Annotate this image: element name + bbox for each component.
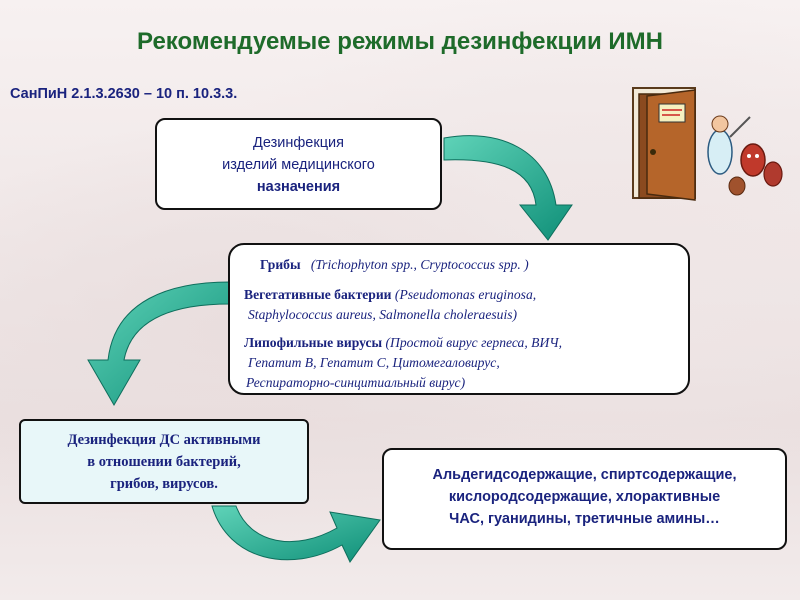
virus-row-2: Гепатит В, Гепатит С, Цитомегаловирус,: [248, 353, 500, 373]
bacteria-species-1: (Pseudomonas eruginosa,: [394, 287, 537, 302]
virus-species-1: (Простой вирус герпеса, ВИЧ,: [385, 335, 563, 350]
arrow-3: [211, 505, 381, 563]
door-cartoon-icon: [632, 87, 783, 201]
pathogens-box: Грибы (Trichophyton spp., Cryptococcus s…: [228, 243, 690, 395]
fungi-label: Грибы: [260, 257, 301, 272]
virus-species-3: Респираторно-синцитиальный вирус): [246, 375, 466, 390]
box1-line2: изделий медицинского: [222, 157, 375, 173]
virus-row-3: Респираторно-синцитиальный вирус): [246, 373, 465, 393]
fungi-row: Грибы (Trichophyton spp., Cryptococcus s…: [260, 255, 529, 275]
disinfectant-types-box: Альдегидсодержащие, спиртсодержащие, кис…: [382, 448, 787, 550]
bacteria-row-2: Staphylococcus aureus, Salmonella choler…: [248, 305, 517, 325]
disinfection-imn-box: Дезинфекция изделий медицинского назначе…: [155, 118, 442, 210]
box4-line2: кислородсодержащие, хлорактивные: [448, 489, 721, 505]
page-title: Рекомендуемые режимы дезинфекции ИМН: [137, 28, 663, 55]
box1-line1: Дезинфекция: [253, 135, 344, 151]
disinfectant-activity-box: Дезинфекция ДС активными в отношении бак…: [19, 419, 309, 504]
bacteria-label: Вегетативные бактерии: [244, 287, 392, 302]
box3-line3: грибов, вирусов.: [110, 476, 218, 492]
arrow-2: [87, 281, 231, 406]
virus-label: Липофильные вирусы: [244, 335, 383, 350]
virus-species-2: Гепатит В, Гепатит С, Цитомегаловирус,: [248, 355, 500, 370]
bacteria-row: Вегетативные бактерии (Pseudomonas erugi…: [244, 285, 536, 305]
box1-line3: назначения: [256, 179, 341, 195]
box3-line2: в отношении бактерий,: [87, 454, 241, 470]
box3-line1: Дезинфекция ДС активными: [67, 432, 261, 448]
box4-line3: ЧАС, гуанидины, третичные амины…: [449, 511, 720, 527]
box4-line1: Альдегидсодержащие, спиртсодержащие,: [432, 467, 737, 483]
bacteria-species-2: Staphylococcus aureus, Salmonella choler…: [248, 307, 518, 322]
arrow-1: [443, 135, 573, 241]
regulation-reference: СанПиН 2.1.3.2630 – 10 п. 10.3.3.: [10, 86, 238, 102]
virus-row: Липофильные вирусы (Простой вирус герпес…: [244, 333, 562, 353]
fungi-species: (Trichophyton spp., Cryptococcus spp. ): [310, 257, 529, 272]
